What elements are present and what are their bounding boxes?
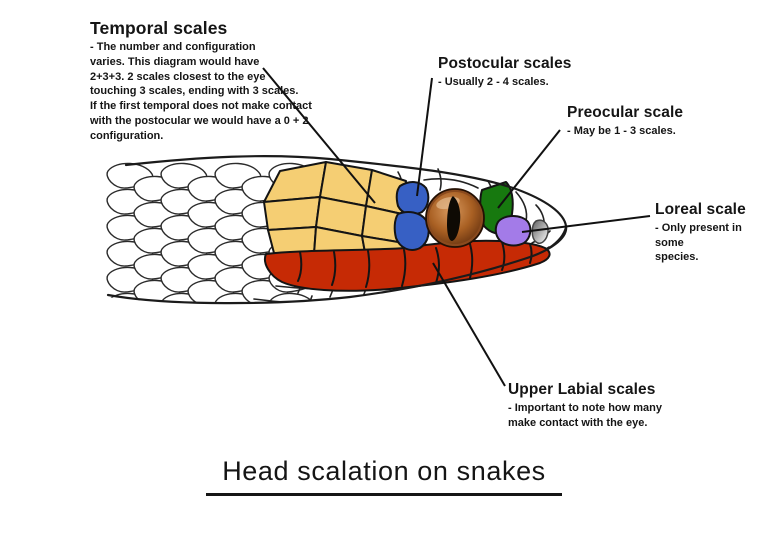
- temporal-scales-description: - The number and configuration varies. T…: [90, 41, 312, 142]
- title-area: Head scalation on snakes: [0, 456, 768, 496]
- upper-labial-scales-label: Upper Labial scales - Important to note …: [508, 381, 662, 430]
- preocular-scale-heading: Preocular scale: [567, 104, 684, 121]
- loreal-scale-description: - Only present in some species.: [655, 221, 742, 264]
- preocular-scale-label: Preocular scale - May be 1 - 3 scales.: [567, 104, 683, 139]
- postocular-leader-line: [416, 77, 433, 197]
- preocular-scale-description: - May be 1 - 3 scales.: [567, 124, 676, 137]
- upper-labial-scales-heading: Upper Labial scales: [508, 381, 656, 398]
- postocular-scales-heading: Postocular scales: [438, 55, 572, 72]
- leader-lines: [262, 67, 651, 387]
- loreal-scale-region: [494, 215, 532, 247]
- postocular-scales-label: Postocular scales - Usually 2 - 4 scales…: [438, 55, 572, 90]
- temporal-scales-region: [263, 161, 409, 259]
- temporal-scales-label: Temporal scales - The number and configu…: [90, 18, 312, 143]
- neck-body-scales: [106, 162, 316, 304]
- temporal-scales-heading: Temporal scales: [90, 18, 228, 38]
- loreal-scale-label: Loreal scale - Only present in some spec…: [655, 201, 768, 265]
- postocular-scales-description: - Usually 2 - 4 scales.: [438, 75, 549, 88]
- temporal-leader-line: [262, 67, 376, 204]
- upper-labial-scales-region: [264, 239, 551, 292]
- eye-pupil: [447, 196, 461, 241]
- mouth-corner-line: [548, 226, 567, 249]
- upper-labial-leader-line: [432, 262, 506, 387]
- body-scale: [268, 292, 316, 304]
- upper-labial-scales-description: - Important to note how many make contac…: [508, 401, 662, 429]
- loreal-scale-heading: Loreal scale: [655, 201, 746, 218]
- postocular-scales-region: [393, 181, 430, 251]
- snake-eye: [425, 188, 485, 248]
- nostril: [531, 219, 549, 244]
- loreal-leader-line: [521, 215, 651, 233]
- preocular-leader-line: [497, 129, 561, 209]
- page-title: Head scalation on snakes: [206, 456, 562, 496]
